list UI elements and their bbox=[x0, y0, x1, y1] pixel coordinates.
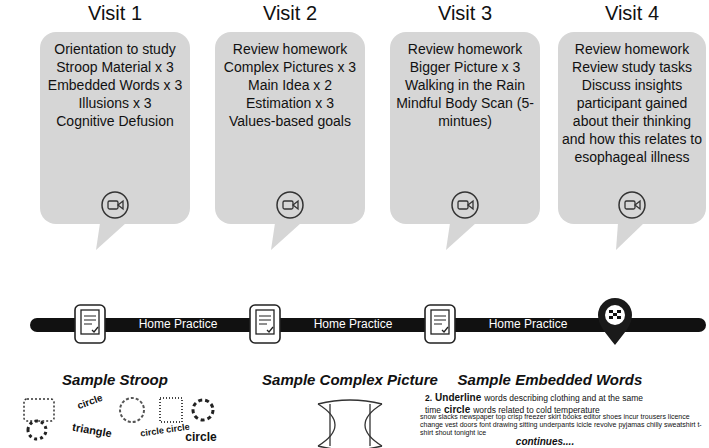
document-icon bbox=[425, 305, 455, 343]
stroop-circle bbox=[193, 400, 213, 420]
document-check bbox=[267, 327, 273, 332]
activity-item: Walking in the Rain bbox=[393, 76, 537, 94]
document-check bbox=[442, 327, 448, 332]
activity-item: Mindful Body Scan (5-mintues) bbox=[393, 94, 537, 130]
visit-body: Review homeworkComplex Pictures x 3Main … bbox=[218, 40, 362, 130]
camera-ring bbox=[102, 192, 128, 218]
pin-hole bbox=[605, 305, 625, 325]
stroop-square bbox=[160, 398, 182, 422]
sample-title: Sample Embedded Words bbox=[440, 371, 660, 389]
visit-box: Visit 4Review homeworkReview study tasks… bbox=[558, 32, 706, 224]
bubble-pointer bbox=[96, 223, 126, 250]
word-list: snow slacks newspaper top crisp freezer … bbox=[420, 413, 708, 438]
activity-item: Discuss insights participant gained abou… bbox=[561, 76, 703, 166]
picture-curve bbox=[318, 446, 382, 448]
camera-lens bbox=[635, 201, 640, 209]
camera-icon bbox=[102, 192, 128, 218]
checkered-flag bbox=[609, 310, 621, 319]
camera-lens bbox=[468, 201, 473, 209]
camera-body bbox=[283, 201, 293, 209]
camera-icon bbox=[619, 192, 645, 218]
sample-title: Sample Complex Picture bbox=[250, 371, 450, 389]
phase-label: Home Practice bbox=[128, 317, 228, 331]
activity-item: Bigger Picture x 3 bbox=[393, 58, 537, 76]
stroop-circle bbox=[28, 421, 46, 439]
stroop-circle bbox=[120, 398, 144, 422]
picture-line bbox=[369, 404, 370, 446]
visit-box: Visit 1Orientation to studyStroop Materi… bbox=[40, 32, 190, 224]
document-lines bbox=[434, 316, 446, 324]
visit-heading: Visit 2 bbox=[205, 2, 375, 25]
document-frame bbox=[250, 305, 280, 343]
document-icon bbox=[250, 305, 280, 343]
document-check bbox=[92, 327, 98, 332]
stroop-word: triangle bbox=[61, 419, 122, 442]
document-lines bbox=[84, 316, 96, 324]
phase-label: Home Practice bbox=[303, 317, 403, 331]
bubble-pointer bbox=[271, 223, 301, 250]
camera-body bbox=[625, 201, 635, 209]
task-instruction: Underline bbox=[435, 392, 481, 403]
picture-curve bbox=[318, 400, 382, 404]
visit-body: Review homeworkBigger Picture x 3Walking… bbox=[393, 40, 537, 130]
camera-ring bbox=[619, 192, 645, 218]
picture-line bbox=[329, 404, 330, 446]
activity-item: Embedded Words x 3 bbox=[43, 76, 187, 94]
visit-box: Visit 2Review homeworkComplex Pictures x… bbox=[215, 32, 365, 224]
activity-item: Orientation to study bbox=[43, 40, 187, 58]
location-pin bbox=[598, 298, 632, 345]
visit-heading: Visit 1 bbox=[30, 2, 200, 25]
continues-note: continues.... bbox=[420, 436, 670, 448]
visit-box: Visit 3Review homeworkBigger Picture x 3… bbox=[390, 32, 540, 224]
document-page bbox=[256, 310, 274, 334]
document-icon bbox=[75, 305, 105, 343]
picture-curve bbox=[365, 404, 382, 446]
visit-heading: Visit 3 bbox=[380, 2, 550, 25]
activity-item: Review homework bbox=[218, 40, 362, 58]
activity-item: Values-based goals bbox=[218, 112, 362, 130]
camera-body bbox=[458, 201, 468, 209]
camera-ring bbox=[277, 192, 303, 218]
visit-body: Orientation to studyStroop Material x 3E… bbox=[43, 40, 187, 130]
visit-heading: Visit 4 bbox=[548, 2, 709, 25]
activity-item: Stroop Material x 3 bbox=[43, 58, 187, 76]
task-number: 2. bbox=[425, 393, 432, 403]
activity-item: Review homework bbox=[393, 40, 537, 58]
camera-icon bbox=[277, 192, 303, 218]
bubble-pointer bbox=[446, 223, 476, 250]
pin-shape bbox=[598, 298, 632, 345]
document-page bbox=[81, 310, 99, 334]
task-header: 2.Underlinewords describing clothing and… bbox=[425, 391, 707, 415]
timeline-bar bbox=[30, 318, 706, 332]
document-frame bbox=[425, 305, 455, 343]
activity-item: Complex Pictures x 3 bbox=[218, 58, 362, 76]
bubble-pointer bbox=[616, 223, 644, 250]
camera-icon bbox=[452, 192, 478, 218]
activity-item: Illusions x 3 bbox=[43, 94, 187, 112]
stroop-word: circle bbox=[176, 430, 226, 444]
stroop-square bbox=[24, 399, 54, 421]
camera-body bbox=[108, 201, 118, 209]
activity-item: Review homework bbox=[561, 40, 703, 58]
stroop-word: circle bbox=[60, 386, 120, 418]
visit-body: Review homeworkReview study tasksDiscuss… bbox=[561, 40, 703, 166]
camera-ring bbox=[452, 192, 478, 218]
camera-lens bbox=[118, 201, 123, 209]
activity-item: Main Idea x 2 bbox=[218, 76, 362, 94]
phase-label: Home Practice bbox=[478, 317, 578, 331]
document-lines bbox=[259, 316, 271, 324]
activity-item: Cognitive Defusion bbox=[43, 112, 187, 130]
camera-lens bbox=[293, 201, 298, 209]
picture-curve bbox=[318, 404, 335, 446]
document-frame bbox=[75, 305, 105, 343]
activity-item: Estimation x 3 bbox=[218, 94, 362, 112]
complex-picture bbox=[318, 400, 382, 448]
document-page bbox=[431, 310, 449, 334]
sample-title: Sample Stroop bbox=[15, 371, 215, 389]
activity-item: Review study tasks bbox=[561, 58, 703, 76]
